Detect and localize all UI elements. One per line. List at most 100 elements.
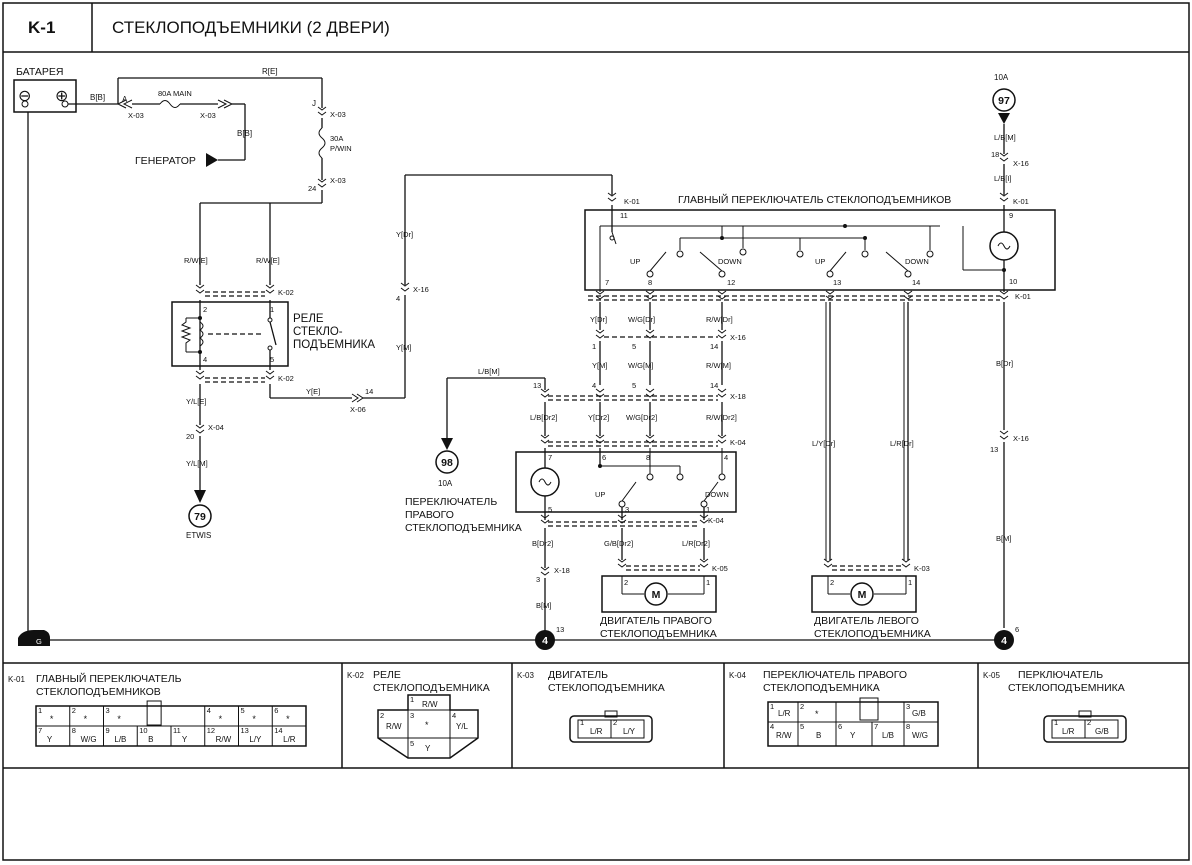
k01-pin-num: 9 bbox=[106, 726, 110, 735]
svg-text:ПЕРЕКЛЮЧАТЕЛЬ ПРАВОГО: ПЕРЕКЛЮЧАТЕЛЬ ПРАВОГО bbox=[763, 669, 907, 681]
k03-connector-view: K-03 ДВИГАТЕЛЬ СТЕКЛОПОДЪЕМНИКА 1 L/R 2 … bbox=[517, 669, 665, 743]
svg-text:R/W[Dr]: R/W[Dr] bbox=[706, 315, 733, 324]
svg-text:2: 2 bbox=[800, 702, 804, 711]
battery-minus-icon: ⊖ bbox=[18, 88, 31, 105]
battery-label: БАТАРЕЯ bbox=[16, 66, 64, 78]
k01-bottom-connector bbox=[588, 290, 1009, 301]
svg-text:B[Dr]: B[Dr] bbox=[996, 359, 1013, 368]
svg-text:7: 7 bbox=[874, 722, 878, 731]
svg-text:СТЕКЛОПОДЪЕМНИКОВ: СТЕКЛОПОДЪЕМНИКОВ bbox=[36, 686, 161, 698]
svg-text:X-16: X-16 bbox=[730, 333, 746, 342]
svg-text:20: 20 bbox=[186, 432, 194, 441]
page-title: СТЕКЛОПОДЪЕМНИКИ (2 ДВЕРИ) bbox=[112, 18, 390, 37]
svg-text:X-06: X-06 bbox=[350, 405, 366, 414]
k01-pin-num: 5 bbox=[241, 706, 245, 715]
svg-text:B[B]: B[B] bbox=[237, 129, 252, 138]
k01-pin-value: W/G bbox=[81, 735, 97, 744]
svg-text:13: 13 bbox=[833, 278, 841, 287]
svg-text:B[Dr2]: B[Dr2] bbox=[532, 539, 553, 548]
k01-pin-value: L/R bbox=[283, 735, 296, 744]
svg-text:L/R[Dr]: L/R[Dr] bbox=[890, 439, 914, 448]
svg-text:18: 18 bbox=[991, 150, 999, 159]
svg-text:ДВИГАТЕЛЬ: ДВИГАТЕЛЬ bbox=[548, 669, 608, 681]
svg-text:X-03: X-03 bbox=[330, 110, 346, 119]
svg-text:3: 3 bbox=[410, 711, 414, 720]
svg-text:5: 5 bbox=[800, 722, 804, 731]
svg-text:Y/L: Y/L bbox=[456, 722, 469, 731]
page-code: K-1 bbox=[28, 18, 55, 37]
svg-text:10A: 10A bbox=[994, 73, 1009, 82]
svg-text:R/W: R/W bbox=[422, 700, 438, 709]
k01-pin-num: 1 bbox=[38, 706, 42, 715]
svg-text:Y[Dr]: Y[Dr] bbox=[590, 315, 607, 324]
svg-text:K-01: K-01 bbox=[1015, 292, 1031, 301]
right-motor-icon bbox=[644, 582, 668, 606]
k01-pin-value: * bbox=[252, 714, 256, 724]
svg-text:X-03: X-03 bbox=[200, 111, 216, 120]
svg-text:СТЕКЛОПОДЪЕМНИКА: СТЕКЛОПОДЪЕМНИКА bbox=[814, 628, 931, 640]
k01-pin-num: 11 bbox=[173, 726, 181, 735]
svg-text:UP: UP bbox=[630, 257, 640, 266]
svg-text:1: 1 bbox=[908, 578, 912, 587]
svg-text:L/R: L/R bbox=[1062, 727, 1075, 736]
etwis-arrow-icon bbox=[194, 490, 206, 503]
svg-text:14: 14 bbox=[365, 387, 373, 396]
svg-text:L/R: L/R bbox=[590, 727, 603, 736]
svg-text:1: 1 bbox=[592, 342, 596, 351]
svg-text:4: 4 bbox=[203, 355, 207, 364]
svg-text:10: 10 bbox=[1009, 277, 1017, 286]
svg-text:M: M bbox=[858, 589, 867, 601]
svg-text:R/W: R/W bbox=[776, 731, 792, 740]
svg-text:РЕЛЕ: РЕЛЕ bbox=[293, 313, 324, 325]
k01-pin-value: * bbox=[219, 714, 223, 724]
svg-text:Y[M]: Y[M] bbox=[396, 343, 411, 352]
svg-text:8: 8 bbox=[646, 453, 650, 462]
svg-text:K-02: K-02 bbox=[278, 374, 294, 383]
k01-pin-value: * bbox=[117, 714, 121, 724]
svg-text:K-04: K-04 bbox=[730, 438, 746, 447]
left-motor-box bbox=[811, 575, 917, 613]
generator-arrow-icon bbox=[206, 153, 218, 167]
svg-text:A: A bbox=[122, 95, 128, 104]
svg-text:12: 12 bbox=[727, 278, 735, 287]
svg-text:B[M]: B[M] bbox=[536, 601, 551, 610]
svg-text:UP: UP bbox=[595, 490, 605, 499]
svg-text:P/WIN: P/WIN bbox=[330, 144, 352, 153]
svg-text:R/W[M]: R/W[M] bbox=[706, 361, 731, 370]
k01-connector-view: K-01 ГЛАВНЫЙ ПЕРЕКЛЮЧАТЕЛЬ СТЕКЛОПОДЪЕМН… bbox=[8, 672, 307, 747]
relay-box bbox=[171, 301, 289, 367]
svg-text:Y[Dr2]: Y[Dr2] bbox=[588, 413, 609, 422]
svg-text:98: 98 bbox=[441, 457, 453, 469]
k01-pin-num: 4 bbox=[207, 706, 211, 715]
svg-text:11: 11 bbox=[620, 211, 628, 220]
svg-text:L/B[Dr2]: L/B[Dr2] bbox=[530, 413, 558, 422]
svg-text:4: 4 bbox=[452, 711, 456, 720]
svg-text:UP: UP bbox=[815, 257, 825, 266]
svg-text:1: 1 bbox=[706, 505, 710, 514]
svg-text:B[B]: B[B] bbox=[90, 93, 105, 102]
svg-text:Y[E]: Y[E] bbox=[306, 387, 320, 396]
fuse-80a-icon bbox=[159, 100, 181, 108]
svg-text:R/W[E]: R/W[E] bbox=[256, 256, 280, 265]
svg-text:K-01: K-01 bbox=[8, 675, 25, 684]
ground-ref-4c bbox=[994, 630, 1014, 650]
k01-pin-value: Y bbox=[182, 735, 188, 744]
svg-text:Y: Y bbox=[425, 744, 431, 753]
svg-text:L/R[Dr2]: L/R[Dr2] bbox=[682, 539, 710, 548]
ref-79-circle bbox=[188, 504, 212, 528]
svg-text:K-01: K-01 bbox=[1013, 197, 1029, 206]
svg-text:X-16: X-16 bbox=[413, 285, 429, 294]
relay-resistor-icon bbox=[180, 318, 192, 352]
svg-text:B: B bbox=[816, 731, 821, 740]
svg-text:СТЕКЛОПОДЪЕМНИКА: СТЕКЛОПОДЪЕМНИКА bbox=[373, 682, 490, 694]
fuse-30a-icon bbox=[318, 127, 326, 159]
svg-text:W/G[Dr]: W/G[Dr] bbox=[628, 315, 655, 324]
battery-plus-icon: ⊕ bbox=[55, 88, 68, 105]
svg-text:6: 6 bbox=[1015, 625, 1019, 634]
svg-text:R/W[E]: R/W[E] bbox=[184, 256, 208, 265]
svg-text:13: 13 bbox=[533, 381, 541, 390]
k01-pin-value: * bbox=[84, 714, 88, 724]
k05-connector-view: K-05 ПЕРКЛЮЧАТЕЛЬ СТЕКЛОПОДЪЕМНИКА 1 L/R… bbox=[983, 669, 1127, 743]
svg-text:Y/L[M]: Y/L[M] bbox=[186, 459, 208, 468]
svg-text:Y: Y bbox=[850, 731, 856, 740]
